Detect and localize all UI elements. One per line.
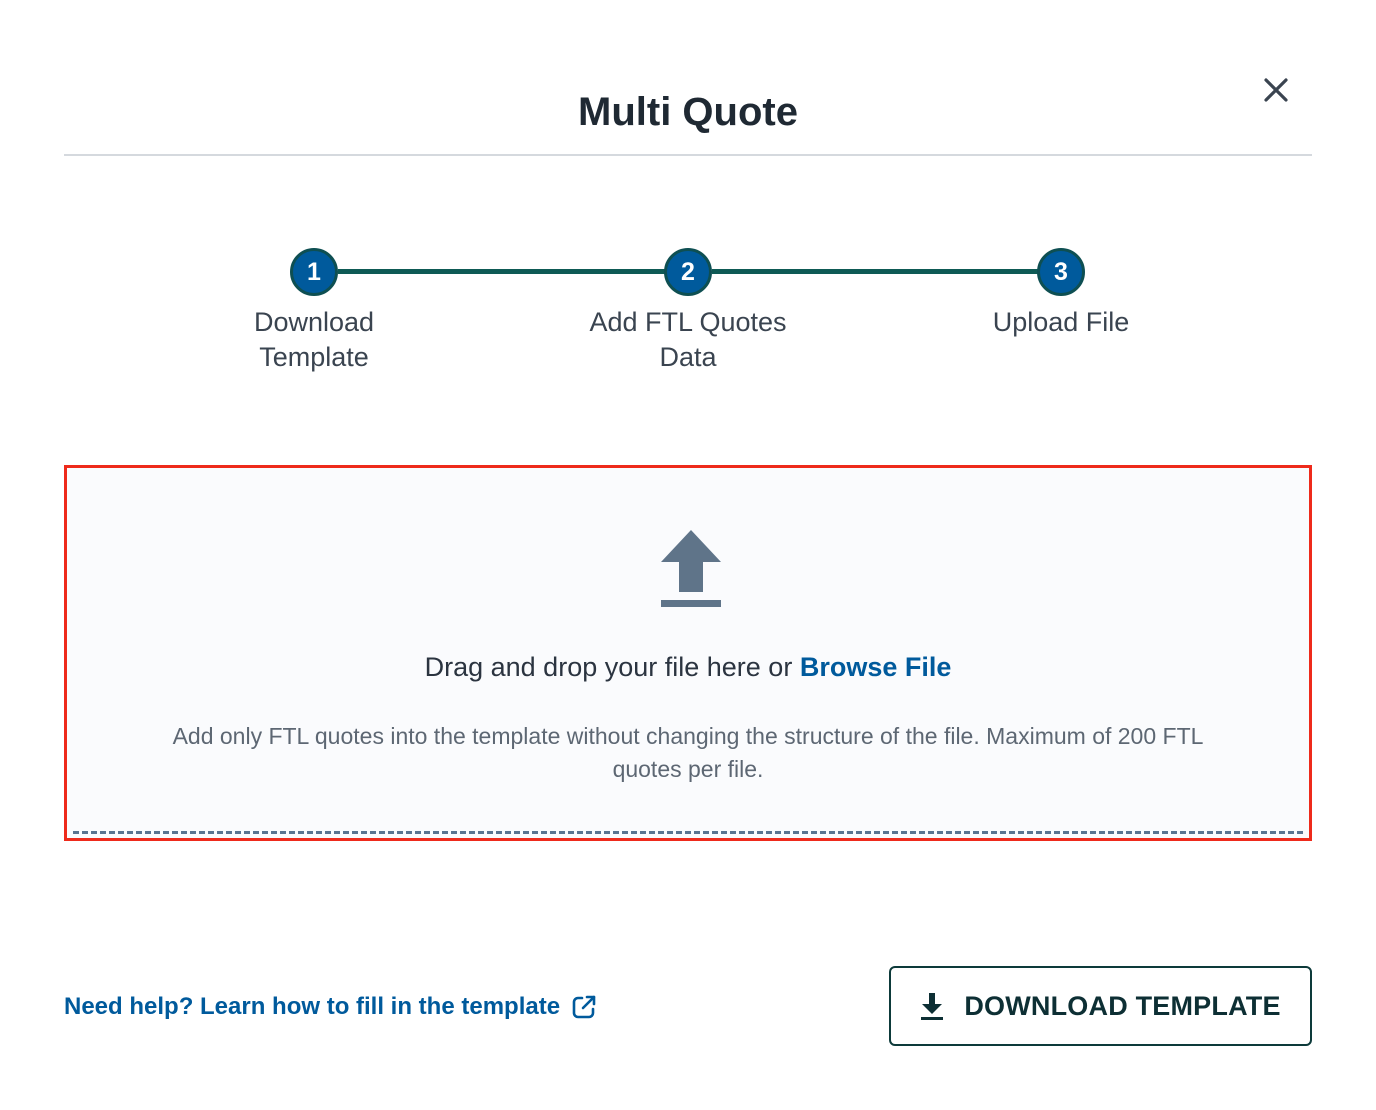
step-1-label-line1: Download <box>253 307 375 337</box>
step-1-label: Download Template <box>184 305 444 375</box>
step-3-circle: 3 <box>1037 248 1085 296</box>
download-template-label: DOWNLOAD TEMPLATE <box>964 990 1281 1021</box>
step-2-label-line2: Data <box>659 342 717 372</box>
download-template-button[interactable]: DOWNLOAD TEMPLATE <box>889 966 1312 1046</box>
help-link-label: Need help? Learn how to fill in the temp… <box>64 993 561 1020</box>
stepper: 1 2 3 Download Template Add FTL Quotes D… <box>0 0 1376 420</box>
browse-file-link[interactable]: Browse File <box>799 652 952 682</box>
step-3-label: Upload File <box>931 305 1191 340</box>
dropzone-text: Drag and drop your file here or <box>424 652 793 682</box>
step-1-circle: 1 <box>290 248 338 296</box>
close-button[interactable] <box>1256 72 1296 112</box>
header-divider <box>64 154 1312 156</box>
step-2-label-line1: Add FTL Quotes <box>589 307 787 337</box>
step-connector-1-2 <box>338 269 666 274</box>
step-2-label: Add FTL Quotes Data <box>558 305 818 375</box>
help-link[interactable]: Need help? Learn how to fill in the temp… <box>64 990 598 1024</box>
step-2-circle: 2 <box>664 248 712 296</box>
dropzone-hint: Add only FTL quotes into the template wi… <box>172 723 1204 782</box>
file-dropzone[interactable]: Drag and drop your file here or Browse F… <box>64 465 1312 841</box>
upload-icon <box>661 530 721 607</box>
modal-title: Multi Quote <box>578 90 798 134</box>
external-link-icon <box>572 995 596 1019</box>
download-icon <box>921 993 944 1020</box>
dropzone-dashed-border <box>73 831 1303 834</box>
step-1-label-line2: Template <box>259 342 369 372</box>
step-3-label-line1: Upload File <box>992 307 1130 337</box>
dropzone-instruction: Drag and drop your file here or Browse F… <box>67 650 1309 684</box>
step-connector-2-3 <box>712 269 1040 274</box>
close-icon <box>1264 78 1288 102</box>
